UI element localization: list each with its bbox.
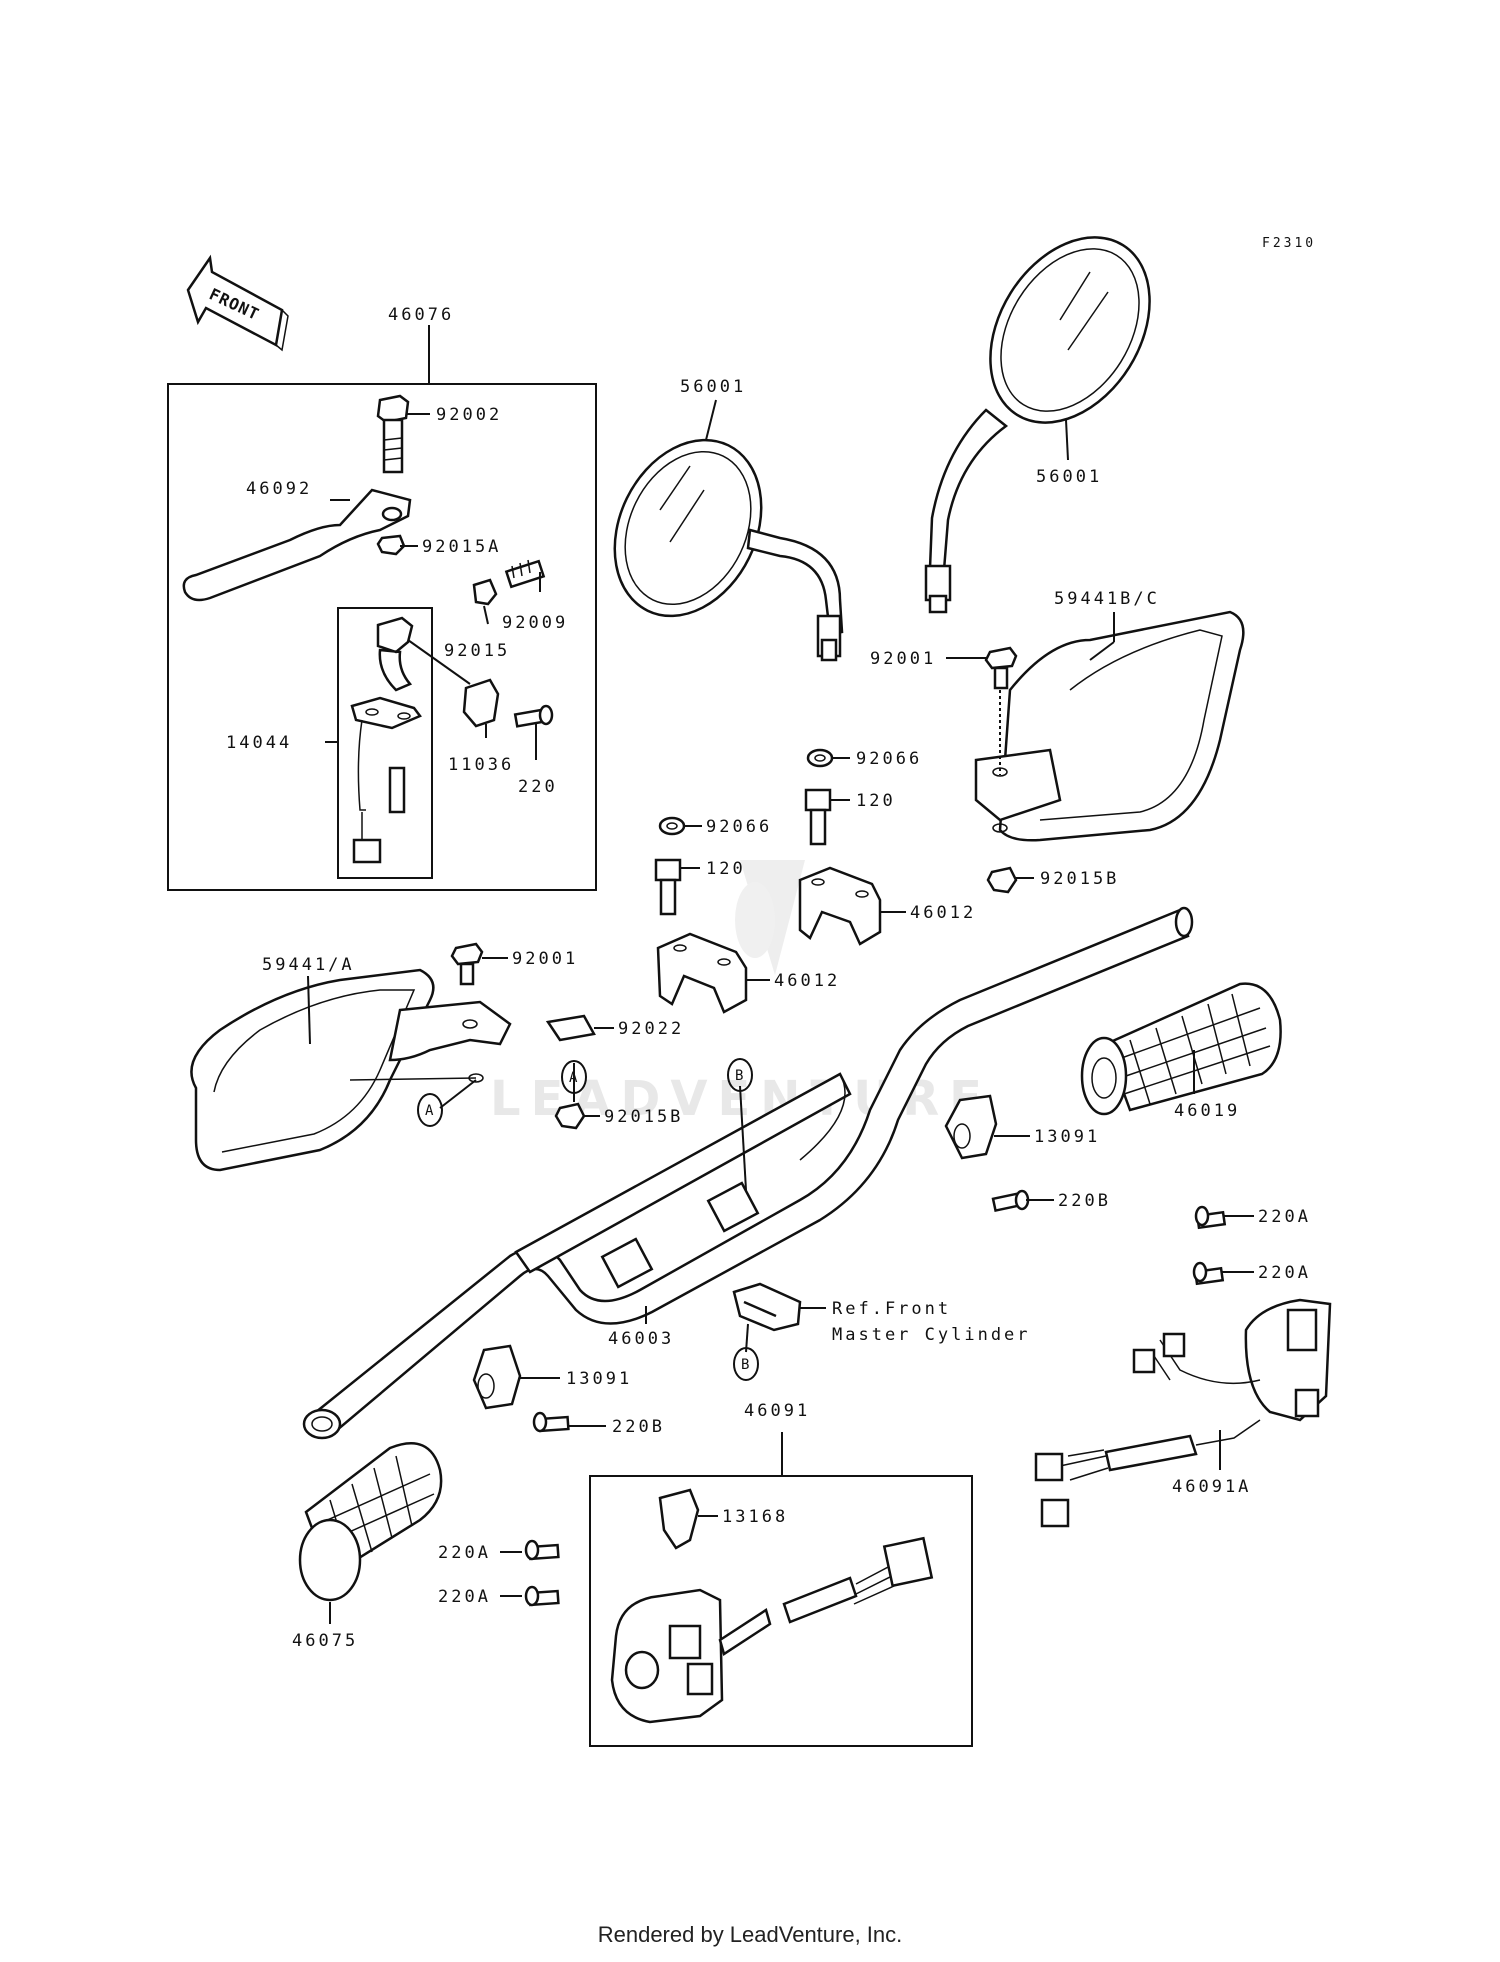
screw-220B-left: [532, 1411, 570, 1433]
screw-220A-right-2: [1192, 1261, 1225, 1286]
label-11036: 11036: [448, 755, 514, 775]
clamp-13168: [658, 1488, 700, 1550]
front-arrow-icon: FRONT: [186, 254, 289, 352]
label-220A-left-2: 220A: [438, 1587, 491, 1607]
label-92066-lower: 92066: [706, 817, 772, 837]
grip-left: [298, 1442, 443, 1602]
label-220A-right-2: 220A: [1258, 1263, 1311, 1283]
adjuster-92009: [504, 559, 546, 589]
label-92001-right: 92001: [870, 649, 936, 669]
label-220: 220: [518, 777, 558, 797]
clutch-lever: [182, 488, 412, 602]
label-46003: 46003: [608, 1329, 674, 1349]
handguard-left: [190, 968, 512, 1172]
label-220A-left-1: 220A: [438, 1543, 491, 1563]
leader-lines: [307, 399, 1254, 1624]
footer-credit: Rendered by LeadVenture, Inc.: [597, 1922, 903, 1947]
plate-92022: [545, 1014, 596, 1042]
label-120-upper: 120: [856, 791, 896, 811]
screw-220: [513, 704, 554, 728]
label-ref-front: Ref.Front: [832, 1299, 951, 1319]
svg-text:B: B: [735, 1068, 743, 1084]
handguard-right: [974, 610, 1245, 842]
screw-220A-left-1: [524, 1539, 560, 1561]
svg-text:A: A: [569, 1070, 578, 1086]
switch-11036: [462, 678, 500, 728]
label-46092: 46092: [246, 479, 312, 499]
label-92066-upper: 92066: [856, 749, 922, 769]
label-master-cylinder: Master Cylinder: [832, 1325, 1031, 1345]
label-14044: 14044: [226, 733, 292, 753]
label-92015: 92015: [444, 641, 510, 661]
label-56001-left: 56001: [680, 377, 746, 397]
nut-92015A: [376, 534, 406, 556]
switch-left: [610, 1588, 724, 1724]
label-220B-right: 220B: [1058, 1191, 1111, 1211]
mirror-right: [924, 236, 1151, 614]
washer-92066-upper: [806, 748, 834, 768]
washer-92066-lower: [658, 816, 686, 836]
label-92001-left: 92001: [512, 949, 578, 969]
bolt-92001-right: [984, 646, 1018, 775]
label-46091: 46091: [744, 1401, 810, 1421]
bracket-14044: [350, 696, 422, 864]
bolt-92002: [376, 394, 410, 474]
label-46091A: 46091A: [1172, 1477, 1251, 1497]
lever-assembly-box: [167, 383, 597, 891]
callout-a-left: A: [417, 1093, 443, 1127]
switch-right: [1034, 1298, 1332, 1528]
label-46012-lower: 46012: [774, 971, 840, 991]
label-46075: 46075: [292, 1631, 358, 1651]
svg-text:A: A: [425, 1103, 434, 1119]
label-46019: 46019: [1174, 1101, 1240, 1121]
label-59441A: 59441/A: [262, 955, 355, 975]
master-cylinder-clamp: [732, 1282, 802, 1332]
label-46012-upper: 46012: [910, 903, 976, 923]
figure-id: F2310: [1262, 236, 1316, 251]
label-13091-right: 13091: [1034, 1127, 1100, 1147]
callout-a-center: A: [561, 1060, 587, 1094]
nut-92015: [472, 578, 498, 606]
svg-text:B: B: [741, 1357, 749, 1373]
label-220B-left: 220B: [612, 1417, 665, 1437]
mirror-left: [613, 438, 844, 662]
nut-92015B-left: [554, 1102, 586, 1130]
part-labels: 46076 92002 46092 92015A 92009 92015 140…: [226, 305, 1311, 1651]
label-92009: 92009: [502, 613, 568, 633]
screw-220A-right-1: [1194, 1205, 1227, 1230]
switch-assembly-group: [589, 1432, 973, 1747]
label-220A-right-1: 220A: [1258, 1207, 1311, 1227]
callout-b-lower: B: [733, 1347, 759, 1381]
handlebar: [302, 906, 1194, 1440]
label-13168: 13168: [722, 1507, 788, 1527]
label-120-lower: 120: [706, 859, 746, 879]
holder-13091-left: [472, 1344, 522, 1410]
label-92015B-left: 92015B: [604, 1107, 683, 1127]
label-56001-right: 56001: [1036, 467, 1102, 487]
bolt-120-upper: [804, 788, 832, 846]
label-46076: 46076: [388, 305, 454, 325]
screw-220A-left-2: [524, 1585, 560, 1607]
bolt-92001-left: [450, 942, 484, 986]
clamp-46012-lower: [656, 932, 748, 1014]
screw-220B-right: [991, 1189, 1030, 1213]
callout-b-upper: B: [727, 1058, 753, 1092]
label-92015B-right: 92015B: [1040, 869, 1119, 889]
bolt-120-lower: [654, 858, 682, 916]
label-59441BC: 59441B/C: [1054, 589, 1160, 609]
lever-assembly-group: [167, 325, 597, 891]
clamp-46012-upper: [798, 866, 882, 946]
nut-92015B-right: [986, 866, 1018, 894]
holder-13091-right: [944, 1094, 998, 1160]
label-92002: 92002: [436, 405, 502, 425]
label-92022: 92022: [618, 1019, 684, 1039]
label-13091-left: 13091: [566, 1369, 632, 1389]
label-92015A: 92015A: [422, 537, 501, 557]
lever-holder-clamp: [376, 616, 414, 692]
grip-right: [1080, 982, 1282, 1116]
